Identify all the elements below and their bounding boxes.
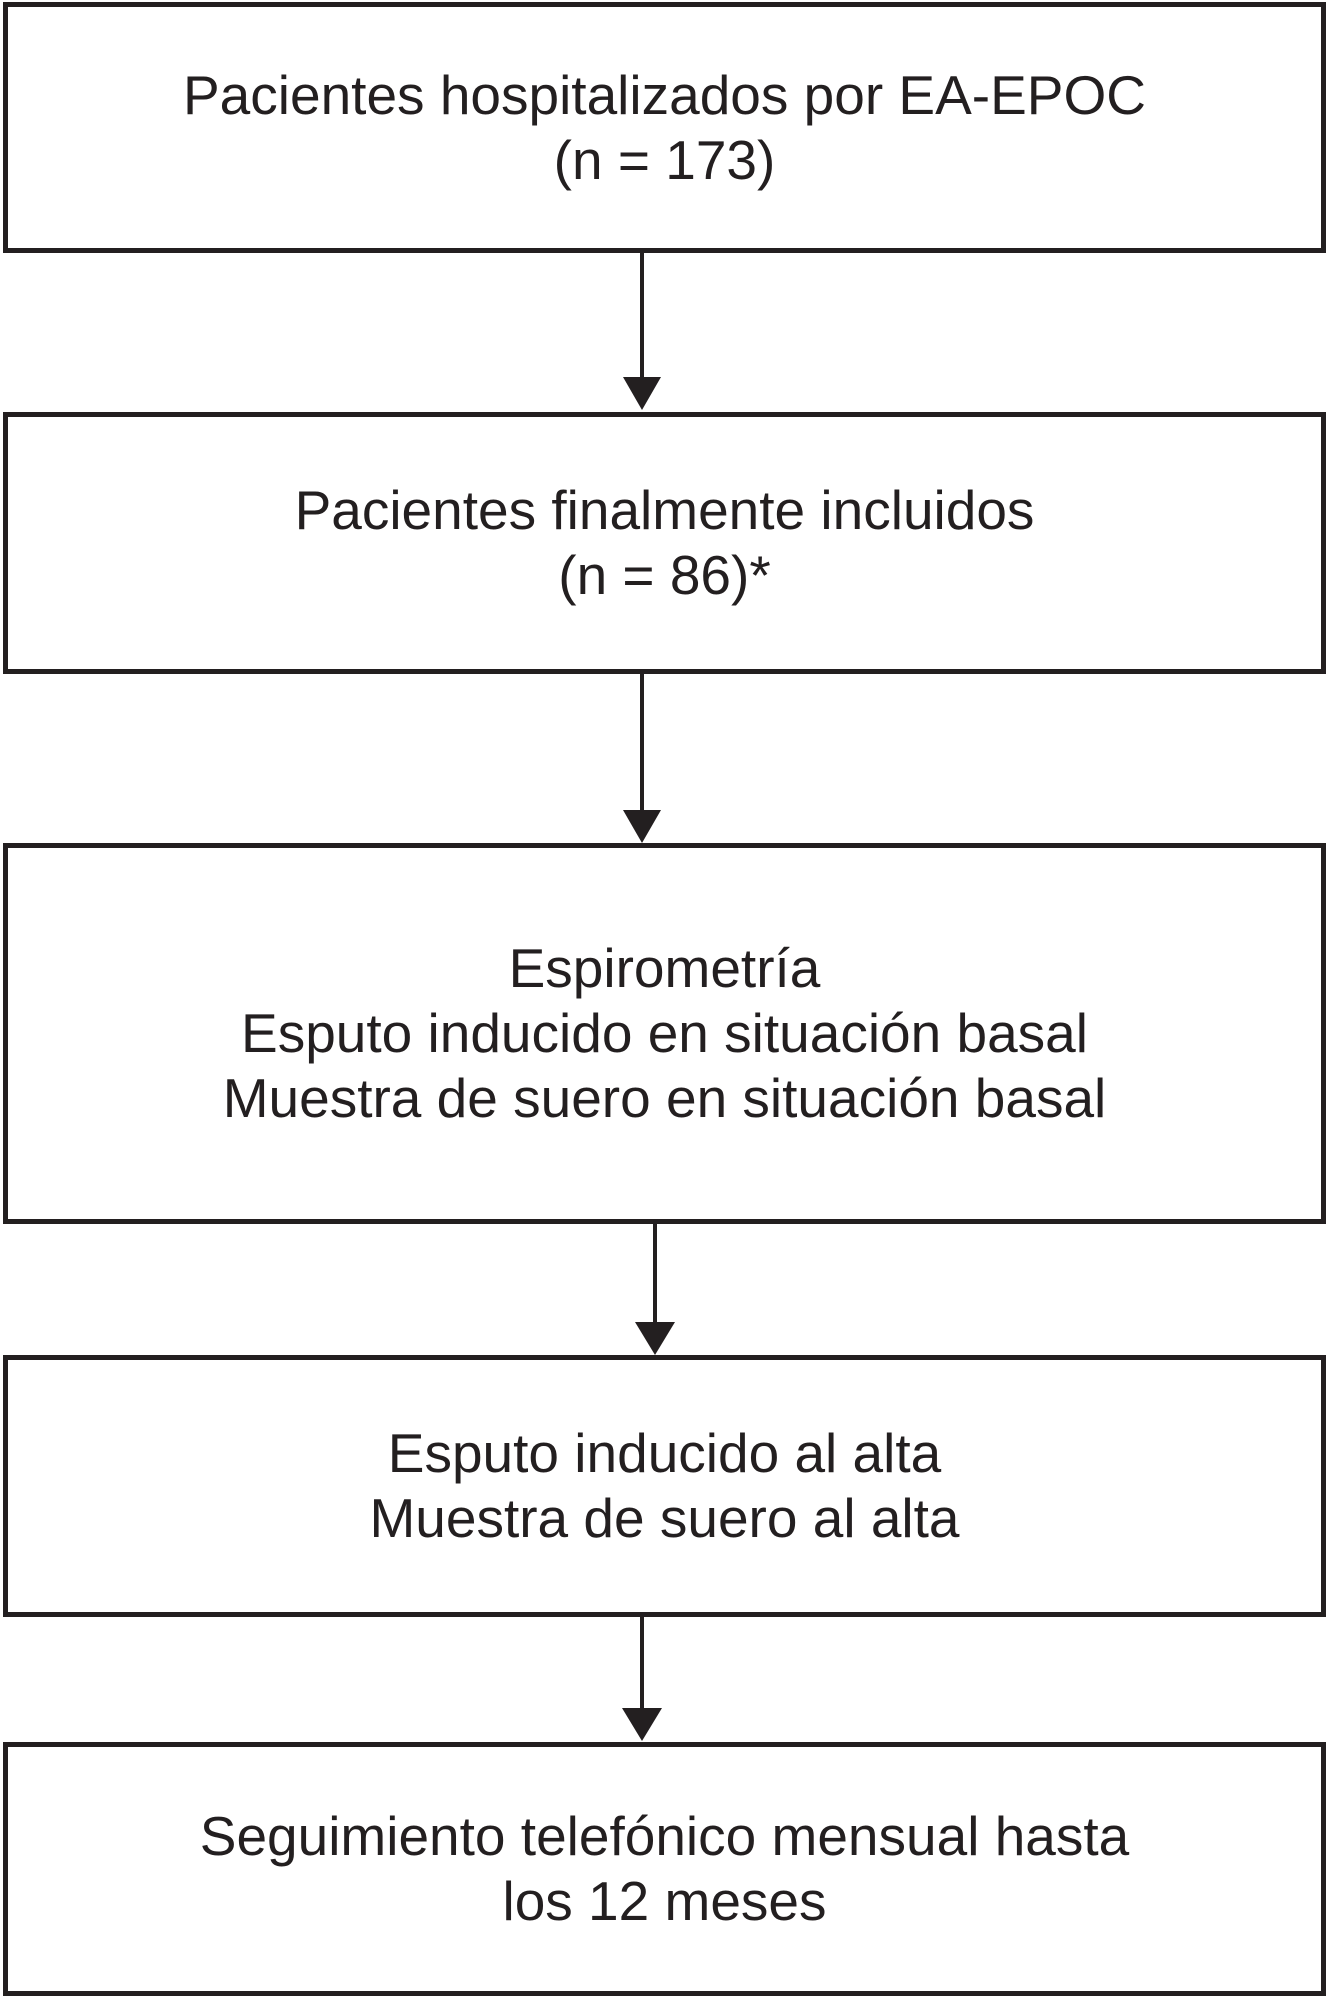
- box-text-line: (n = 86)*: [558, 544, 771, 606]
- box-text-line: Pacientes hospitalizados por EA-EPOC: [183, 63, 1146, 126]
- box-text-line: Seguimiento telefónico mensual hasta: [199, 1805, 1130, 1867]
- box-text-line: Esputo inducido al alta: [387, 1422, 942, 1484]
- arrow-down-icon: [623, 377, 661, 410]
- box-text-line: Espirometría: [508, 937, 821, 999]
- box-text-line: (n = 173): [553, 128, 776, 191]
- arrow-shaft: [653, 1224, 657, 1327]
- box-text-line: Esputo inducido en situación basal: [241, 1002, 1088, 1064]
- box-text-line: los 12 meses: [502, 1870, 827, 1932]
- arrow-down-icon: [623, 810, 661, 843]
- flow-box-seguimiento-telefonico: Seguimiento telefónico mensual hasta los…: [3, 1742, 1326, 1996]
- box-text-line: Muestra de suero al alta: [369, 1487, 960, 1549]
- flow-box-situacion-basal: Espirometría Esputo inducido en situació…: [3, 843, 1326, 1224]
- flow-box-pacientes-hospitalizados: Pacientes hospitalizados por EA-EPOC (n …: [3, 2, 1326, 253]
- flow-box-al-alta: Esputo inducido al alta Muestra de suero…: [3, 1355, 1326, 1617]
- box-text-line: Muestra de suero en situación basal: [222, 1067, 1107, 1129]
- arrow-shaft: [640, 253, 644, 380]
- box-text-line: Pacientes finalmente incluidos: [294, 479, 1035, 541]
- arrow-shaft: [640, 674, 644, 815]
- flow-box-pacientes-incluidos: Pacientes finalmente incluidos (n = 86)*: [3, 412, 1326, 674]
- arrow-down-icon: [635, 1322, 675, 1355]
- arrow-down-icon: [622, 1708, 662, 1741]
- arrow-shaft: [640, 1617, 644, 1712]
